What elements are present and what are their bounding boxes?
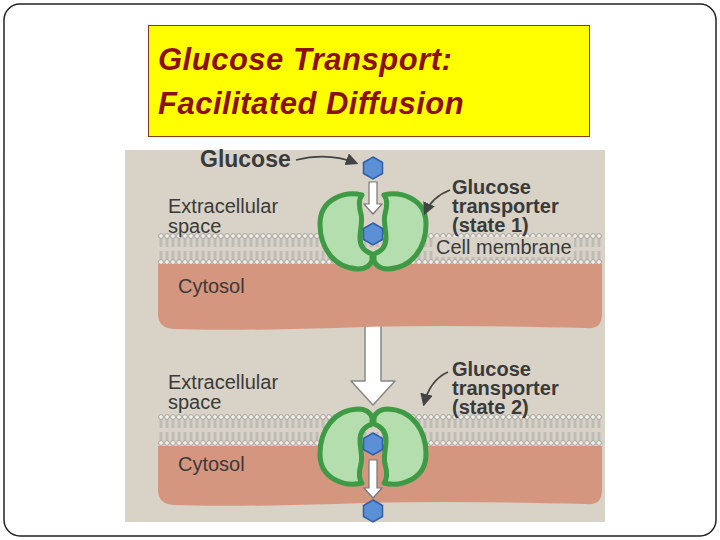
glucose-molecule [363,433,382,455]
glucose-transporter: Glucose transporter (state 2) [316,408,430,486]
structure-label: Glucose transporter (state 1) [452,178,602,235]
glucose-molecule [363,223,382,245]
leader-line [425,190,450,213]
cytosol-band: Cytosol [158,446,602,506]
movement-arrow [364,182,382,214]
cytosol-fill [158,446,602,506]
region-label: Extracellular space [168,196,300,236]
transporter-group [320,194,426,269]
cytosol-fill [158,264,602,330]
transporter-shape [316,192,430,270]
cytosol-band: Cytosol [158,264,602,330]
leader-line [296,157,356,163]
glucose-transporter: Glucose transporter (state 1) [316,192,430,270]
glucose-molecule [364,500,383,522]
title-box: Glucose Transport: Facilitated Diffusion [148,25,590,137]
illustration-panel [125,150,605,522]
glucose-molecule [364,157,383,179]
slide-title: Glucose Transport: Facilitated Diffusion [158,38,558,126]
region-label: Cytosol [178,454,318,474]
structure-label: Cell membrane [434,237,574,257]
molecule-label: Glucose [200,147,291,171]
cytosol-shape [158,264,602,330]
region-label: Cytosol [178,276,318,296]
region-label: Extracellular space [168,372,300,412]
leader-line [424,372,448,404]
transporter-shape [316,408,430,486]
structure-label: Glucose transporter (state 2) [452,360,602,417]
slide-frame [4,4,716,536]
movement-arrow [364,460,382,498]
